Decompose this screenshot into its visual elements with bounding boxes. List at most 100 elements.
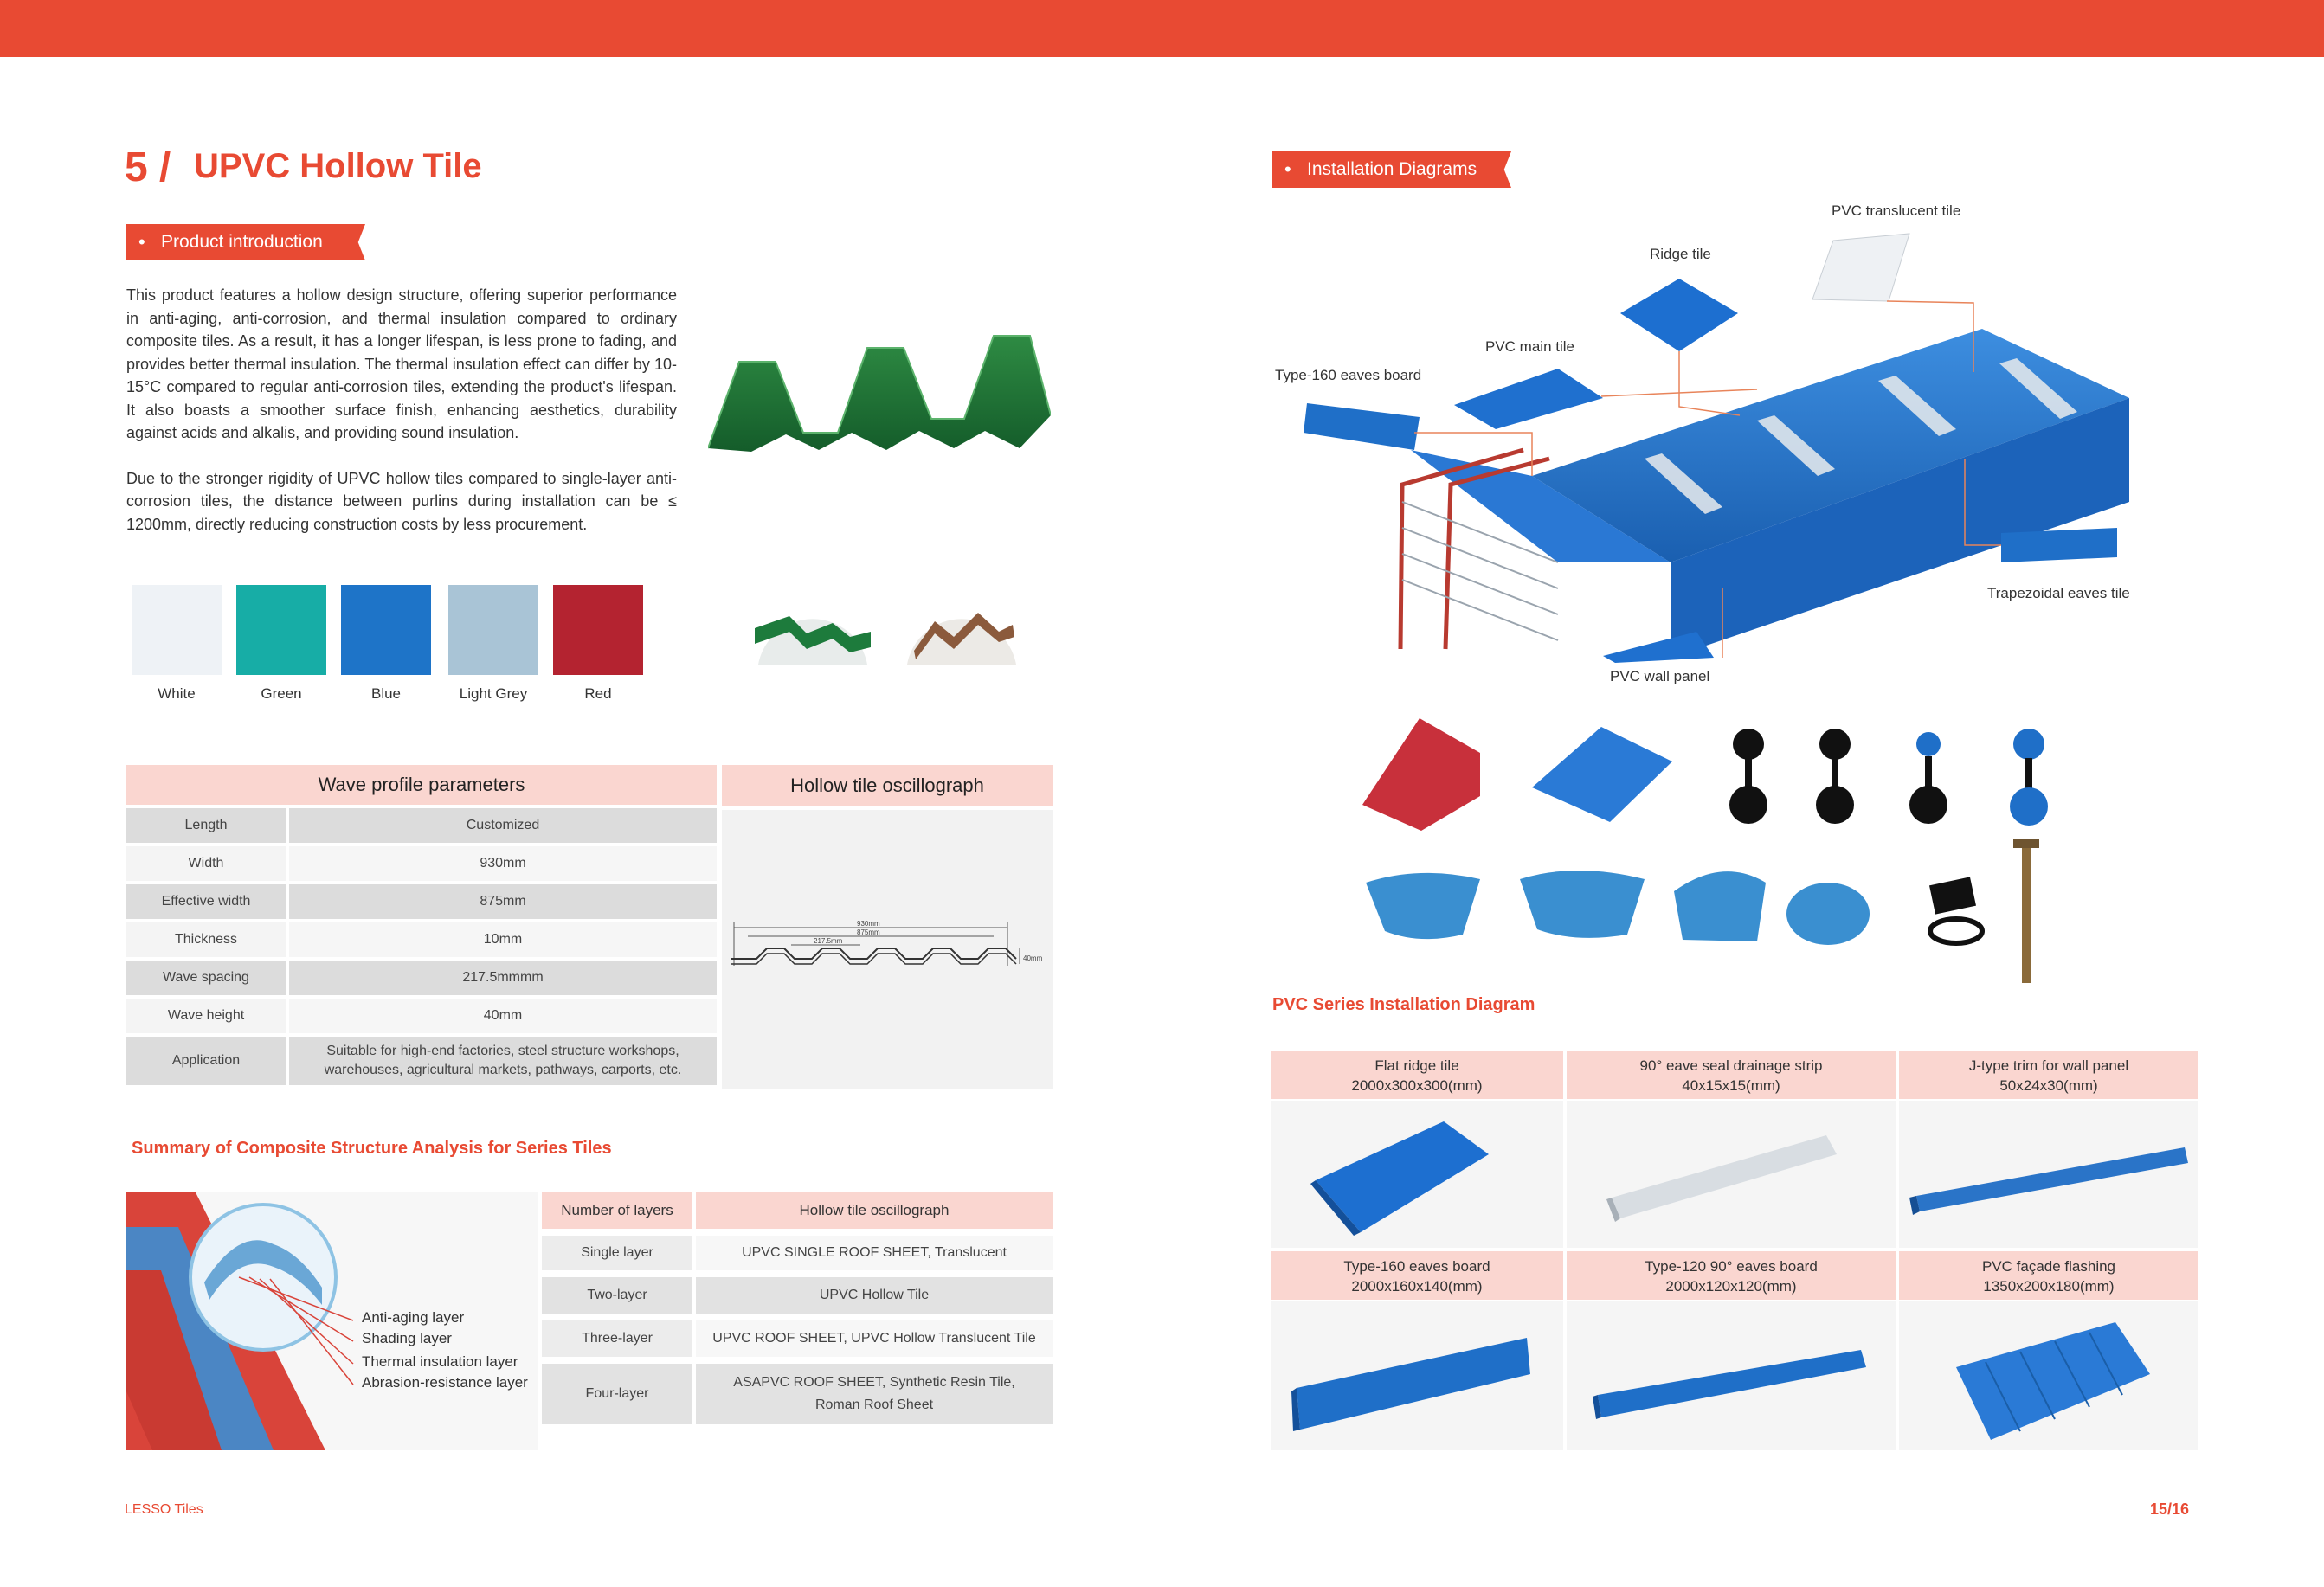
swatch-blue — [341, 585, 431, 675]
param-key: Effective width — [126, 881, 289, 921]
wave-table-header: Wave profile parameters — [126, 765, 717, 806]
series-item-name: Type-160 eaves board — [1343, 1258, 1490, 1275]
white-cross-section-image — [907, 613, 1016, 665]
installation-diagrams-label: Installation Diagrams — [1307, 159, 1477, 179]
series-item-name: Type-120 90° eaves board — [1645, 1258, 1818, 1275]
label-ridge-tile: Ridge tile — [1650, 246, 1711, 262]
series-cell-eave-seal — [1567, 1101, 1896, 1248]
label-trapezoidal-eaves: Trapezoidal eaves tile — [1987, 585, 2130, 601]
series-item-size: 40x15x15(mm) — [1682, 1077, 1780, 1094]
product-introduction-tag: Product introduction — [126, 224, 365, 260]
layer-shading: Shading layer — [362, 1330, 452, 1346]
layer-type: UPVC ROOF SHEET, UPVC Hollow Translucent… — [694, 1314, 1053, 1360]
param-value: Suitable for high-end factories, steel s… — [287, 1033, 717, 1085]
osc-dim-217: 217.5mm — [814, 937, 843, 945]
param-value: 930mm — [287, 843, 717, 883]
installation-diagrams-tag: Installation Diagrams — [1272, 151, 1511, 188]
series-item-size: 2000x120x120(mm) — [1665, 1278, 1797, 1295]
layer-type: UPVC SINGLE ROOF SHEET, Translucent — [694, 1229, 1053, 1274]
series-item-size: 2000x160x140(mm) — [1351, 1278, 1483, 1295]
param-value: 10mm — [287, 919, 717, 959]
series-header-eave-seal: 90° eave seal drainage strip 40x15x15(mm… — [1567, 1051, 1896, 1099]
param-key: Wave spacing — [126, 957, 289, 997]
param-key: Width — [126, 843, 289, 883]
oscillograph-diagram: 930mm 875mm 217.5mm 40mm — [731, 920, 1043, 966]
series-item-size: 50x24x30(mm) — [1999, 1077, 2098, 1094]
label-translucent-tile: PVC translucent tile — [1832, 202, 1961, 219]
intro-paragraph-1: This product features a hollow design st… — [126, 286, 677, 441]
series-item-name: 90° eave seal drainage strip — [1639, 1057, 1823, 1074]
pvc-series-title: PVC Series Installation Diagram — [1272, 995, 1535, 1014]
layer-thermal: Thermal insulation layer — [362, 1353, 518, 1370]
param-value: 217.5mmmm — [287, 957, 717, 997]
layer-count: Three-layer — [542, 1314, 696, 1360]
layer-count: Two-layer — [542, 1270, 696, 1317]
swatch-label-red: Red — [584, 685, 612, 702]
label-wall-panel: PVC wall panel — [1610, 668, 1710, 684]
footer-brand: LESSO Tiles — [125, 1502, 203, 1517]
series-header-type160: Type-160 eaves board 2000x160x140(mm) — [1271, 1251, 1563, 1300]
swatch-red — [553, 585, 643, 675]
layers-table-header-type: Hollow tile oscillograph — [694, 1192, 1053, 1232]
intro-paragraph-2: Due to the stronger rigidity of UPVC hol… — [126, 469, 677, 533]
series-item-size: 1350x200x180(mm) — [1983, 1278, 2115, 1295]
oscillograph-header: Hollow tile oscillograph — [722, 765, 1053, 806]
series-header-facade: PVC façade flashing 1350x200x180(mm) — [1899, 1251, 2198, 1300]
layer-type: ASAPVC ROOF SHEET, Synthetic Resin Tile,… — [694, 1357, 1053, 1424]
intro-text: This product features a hollow design st… — [126, 284, 677, 536]
layer-count: Four-layer — [542, 1357, 696, 1424]
series-item-name: PVC façade flashing — [1981, 1258, 2116, 1275]
param-key: Wave height — [126, 995, 289, 1035]
series-cell-facade — [1899, 1301, 2198, 1450]
param-value: 875mm — [287, 881, 717, 921]
label-eaves-board: Type-160 eaves board — [1275, 367, 1422, 383]
green-cross-section-image — [755, 616, 871, 665]
series-cell-flat-ridge — [1271, 1101, 1563, 1248]
series-item-name: J-type trim for wall panel — [1968, 1057, 2129, 1074]
accessories-image — [1362, 718, 2048, 983]
series-cell-type120 — [1567, 1301, 1896, 1450]
label-main-tile: PVC main tile — [1485, 338, 1574, 355]
series-item-name: Flat ridge tile — [1374, 1057, 1459, 1074]
layer-anti-aging: Anti-aging layer — [362, 1309, 465, 1326]
series-item-size: 2000x300x300(mm) — [1351, 1077, 1483, 1094]
osc-dim-930: 930mm — [857, 920, 880, 928]
osc-dim-875: 875mm — [857, 928, 880, 936]
series-header-type120: Type-120 90° eaves board 2000x120x120(mm… — [1567, 1251, 1896, 1300]
swatch-label-blue: Blue — [370, 685, 402, 702]
series-cell-j-trim — [1899, 1101, 2198, 1248]
layer-abrasion: Abrasion-resistance layer — [362, 1374, 528, 1391]
swatch-light-grey — [448, 585, 538, 675]
param-value: Customized — [287, 805, 717, 845]
param-value: 40mm — [287, 995, 717, 1035]
swatch-label-light-grey: Light Grey — [459, 685, 528, 702]
param-key: Thickness — [126, 919, 289, 959]
swatch-label-white: White — [158, 685, 196, 702]
layer-type: UPVC Hollow Tile — [694, 1270, 1053, 1317]
layer-count: Single layer — [542, 1229, 696, 1274]
section-number: 5 / — [125, 145, 171, 190]
series-cell-type160 — [1271, 1301, 1563, 1450]
layers-table-header-count: Number of layers — [542, 1192, 696, 1232]
swatch-white — [132, 585, 222, 675]
oscillograph-panel: 930mm 875mm 217.5mm 40mm — [722, 810, 1053, 1089]
series-header-j-trim: J-type trim for wall panel 50x24x30(mm) — [1899, 1051, 2198, 1099]
osc-dim-40: 40mm — [1023, 954, 1043, 962]
summary-title: Summary of Composite Structure Analysis … — [132, 1139, 612, 1158]
page-number: 15/16 — [2150, 1500, 2190, 1518]
product-introduction-label: Product introduction — [161, 232, 323, 252]
page-title: UPVC Hollow Tile — [194, 147, 482, 185]
top-banner — [0, 0, 2324, 57]
series-header-flat-ridge: Flat ridge tile 2000x300x300(mm) — [1271, 1051, 1563, 1099]
swatch-label-green: Green — [261, 685, 302, 702]
